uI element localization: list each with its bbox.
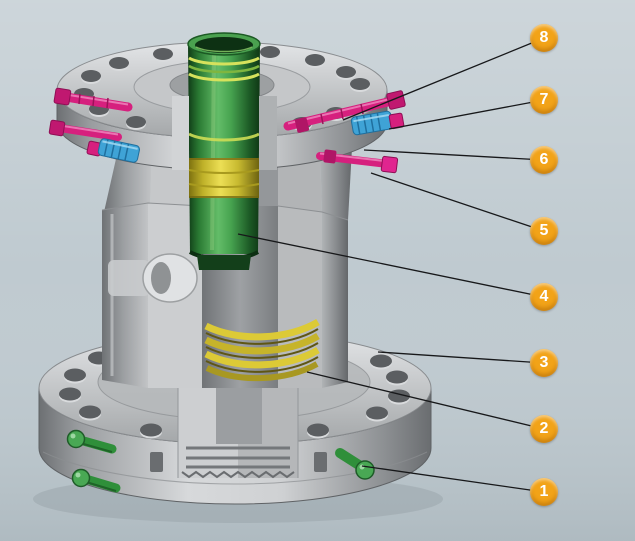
callout-badge-7: 7 (530, 86, 558, 114)
callout-badge-5: 5 (530, 217, 558, 245)
grease-fitting-left-upper (66, 429, 117, 454)
leader-line-3 (377, 351, 545, 364)
leader-lines (237, 37, 545, 493)
stud-nut (386, 90, 406, 110)
stud-bolt-left-upper (53, 87, 133, 112)
casing-pipe (187, 32, 261, 270)
leader-line-4 (237, 233, 545, 298)
bolt-hole (79, 405, 101, 421)
bolt-hole (307, 423, 329, 439)
flange-slot (150, 452, 163, 472)
bolt-hole (370, 354, 392, 370)
stud-collar (323, 149, 337, 164)
bolt-hole (336, 66, 356, 80)
seal-ring-stack (204, 318, 320, 382)
seal-ring (205, 361, 319, 382)
thread-serrations (181, 470, 295, 479)
gland-body (97, 138, 140, 163)
bolt-hole (305, 54, 325, 68)
side-outlet-bore (108, 253, 198, 303)
bolt-hole (260, 46, 280, 60)
lock-screw-gland-right (350, 110, 405, 136)
bolt-hole (350, 78, 370, 92)
leader-line-8 (342, 37, 545, 121)
bolt-hole (109, 57, 129, 71)
stud-bolt-right-lower (316, 149, 399, 174)
callout-badge-3: 3 (530, 349, 558, 377)
bottom-flange-bolt-holes (59, 351, 410, 439)
callout-badge-2: 2 (530, 415, 558, 443)
seal-ring (204, 346, 320, 369)
callout-badge-8: 8 (530, 24, 558, 52)
seal-ring (204, 318, 320, 341)
pipe-seal-band (188, 158, 260, 198)
flange-cut-face-right (259, 96, 277, 170)
bolt-hole (140, 423, 162, 439)
bolt-hole (126, 116, 146, 130)
stud-nut (48, 119, 66, 137)
bolt-hole (386, 370, 408, 386)
callout-badge-6: 6 (530, 146, 558, 174)
bolt-hole (59, 387, 81, 403)
leader-line-1 (361, 465, 545, 493)
stud-bolt-right-long (283, 90, 406, 133)
bolt-hole (153, 48, 173, 62)
lock-screw-gland-left (86, 138, 140, 163)
leader-line-7 (388, 99, 545, 130)
seal-ring (204, 332, 320, 355)
bolt-hole (81, 70, 101, 84)
callout-badge-4: 4 (530, 283, 558, 311)
flange-cut-face-left (172, 96, 189, 170)
stud-nut (53, 87, 72, 106)
bottom-flange-cut-section (177, 388, 299, 479)
bolt-hole (366, 406, 388, 422)
leader-line-6 (363, 149, 545, 161)
stud-nut (380, 155, 399, 174)
stud-collar (294, 117, 310, 133)
leader-line-2 (306, 371, 545, 430)
bolt-hole (64, 368, 86, 384)
flange-slot (314, 452, 327, 472)
grease-fitting-left-lower (71, 468, 121, 493)
leader-line-5 (370, 172, 545, 232)
pipe-opening (195, 37, 253, 53)
stud-bolt-left-lower (48, 119, 122, 141)
callout-badge-1: 1 (530, 478, 558, 506)
